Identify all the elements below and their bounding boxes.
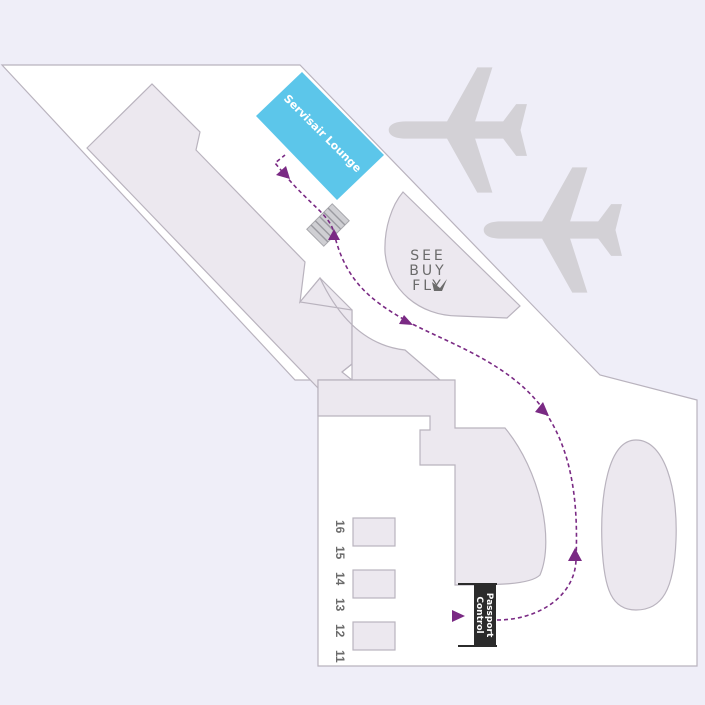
corridor-block xyxy=(298,276,442,381)
airplane-icon xyxy=(388,67,527,193)
gate-desk-11-12 xyxy=(352,621,396,651)
gate-number: 12 xyxy=(333,624,347,638)
escalator-icon xyxy=(306,203,350,247)
svg-text:FLY: FLY xyxy=(412,278,444,294)
passport-label: Control xyxy=(474,596,484,633)
svg-text:BUY: BUY xyxy=(409,263,446,279)
central-block xyxy=(317,379,547,586)
arrow-icon xyxy=(535,402,549,416)
oval-island xyxy=(601,439,677,611)
gate-number: 15 xyxy=(333,546,347,560)
bird-icon xyxy=(432,279,447,291)
arrow-icon xyxy=(568,548,582,561)
arrow-icon xyxy=(276,166,290,179)
arrow-icon xyxy=(452,610,465,622)
gate-number: 11 xyxy=(333,650,347,663)
gate-desk-13-14 xyxy=(352,569,396,599)
gate-number: 13 xyxy=(333,598,347,612)
arrow-icon xyxy=(399,315,413,325)
airplane-icon xyxy=(483,167,622,293)
gate-desk-15-16 xyxy=(352,517,396,547)
walking-route xyxy=(273,154,578,621)
shop-island xyxy=(384,191,521,319)
gate-number: 14 xyxy=(333,572,347,586)
passport-label: Passport xyxy=(484,593,494,638)
svg-text:SEE: SEE xyxy=(410,248,446,264)
passport-control[interactable]: Passport Control xyxy=(458,583,497,647)
arrow-icon xyxy=(328,229,340,240)
see-buy-fly-logo: SEE BUY FLY xyxy=(409,248,447,294)
gate-number: 16 xyxy=(333,520,347,534)
